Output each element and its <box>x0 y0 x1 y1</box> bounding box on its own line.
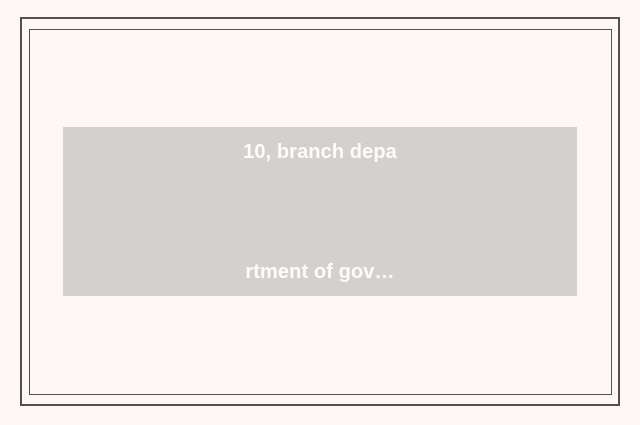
image-placeholder-block: 10, branch depa rtment of gov… <box>63 127 577 296</box>
outer-frame-border <box>20 17 620 406</box>
placeholder-caption-line-1: 10, branch depa <box>243 140 397 163</box>
placeholder-caption: 10, branch depa rtment of gov… <box>243 52 397 372</box>
placeholder-caption-line-2: rtment of gov… <box>245 260 395 283</box>
inner-frame-border <box>29 29 612 395</box>
